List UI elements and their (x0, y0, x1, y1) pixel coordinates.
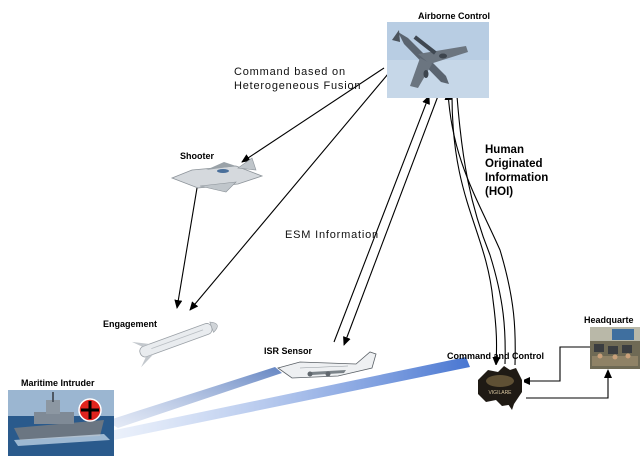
c2-beam (110, 357, 470, 440)
missile-icon (131, 321, 218, 368)
isr-beam (106, 367, 282, 428)
engagement-label: Engagement (103, 319, 158, 329)
command-fusion-label-1: Command based on (234, 66, 346, 78)
fighter-jet-icon (170, 157, 264, 193)
destroyer-ship-icon (14, 392, 110, 446)
patrol-aircraft-icon (277, 351, 377, 379)
arrow-airborne-to-shooter (241, 67, 385, 163)
map-overlay-text: VIGILARE (488, 390, 512, 396)
maritime-intruder-label: Maritime Intruder (21, 378, 95, 388)
arrow-isr-to-airborne (333, 95, 430, 343)
command-fusion-label-2: Heterogeneous Fusion (234, 80, 362, 92)
arrow-hq-to-c2 (521, 346, 590, 385)
arrow-shooter-to-engagement (174, 187, 198, 309)
target-marker-icon (78, 398, 102, 422)
arrow-c2-to-hq (526, 369, 612, 399)
arrow-airborne-to-c2 (451, 95, 501, 366)
esm-information-label: ESM Information (285, 229, 379, 241)
isr-sensor-label: ISR Sensor (264, 346, 313, 356)
aew-aircraft-icon (392, 30, 468, 88)
hoi-label: Human Originated Information (HOI) (485, 144, 549, 198)
command-and-control-label: Command and Control (447, 351, 544, 361)
airborne-control-label: Airborne Control (418, 11, 490, 21)
headquarters-label: Headquarte (584, 315, 634, 325)
arrow-c2-to-airborne (444, 91, 516, 366)
arrow-airborne-to-engagement (189, 73, 389, 311)
arrow-airborne-to-isr (343, 95, 439, 346)
shooter-label: Shooter (180, 151, 215, 161)
